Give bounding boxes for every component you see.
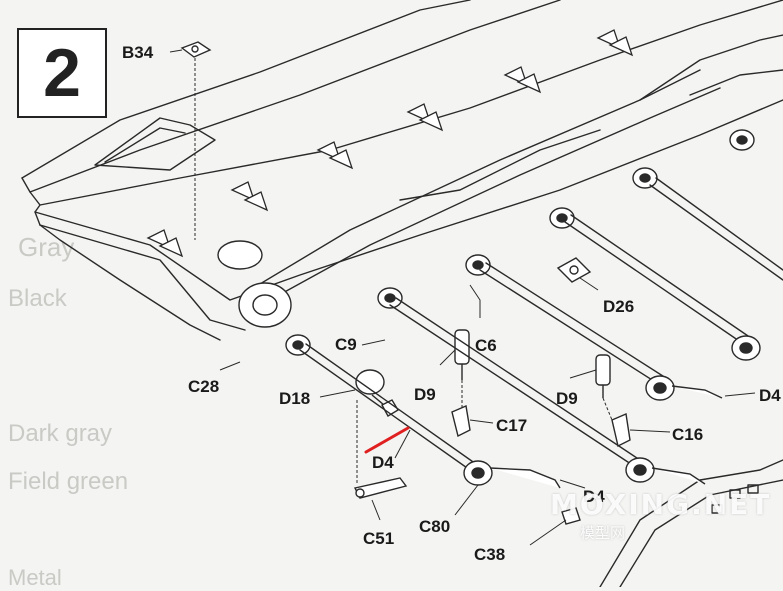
leader-d4-center: [394, 429, 411, 459]
suspension-mount: [549, 207, 575, 229]
track-pin: [158, 237, 184, 258]
leader-d9-right: [569, 369, 597, 379]
label-d9-left: D9: [414, 385, 436, 404]
background-text-metal: Metal: [8, 565, 62, 590]
step-number: 2: [43, 35, 81, 111]
label-c28: C28: [188, 377, 220, 396]
part-c51: [353, 477, 408, 499]
track-pin: [230, 181, 256, 202]
label-c51: C51: [363, 529, 395, 548]
watermark-sub: 模型网: [580, 524, 626, 542]
hull-side-line: [34, 99, 783, 301]
track-pin: [328, 149, 354, 170]
hull-deck-line: [39, 0, 783, 206]
background-text-gray: Gray: [18, 232, 75, 262]
leader-d26: [579, 277, 599, 291]
label-c16: C16: [672, 425, 704, 444]
leader-c9: [361, 339, 386, 346]
hull-right-end: [639, 34, 783, 101]
label-d4-right: D4: [759, 386, 781, 405]
label-c9: C9: [335, 335, 357, 354]
leader-c16: [629, 429, 671, 433]
leader-c80: [454, 484, 479, 516]
torsion-bar: [299, 349, 471, 471]
label-d18: D18: [279, 389, 311, 408]
red-correction-mark: [364, 426, 410, 454]
suspension-mount: [729, 129, 755, 151]
hull-upper-ridge: [29, 0, 561, 193]
hull-lower-line: [39, 224, 246, 331]
leader-d4-right: [724, 392, 756, 397]
label-d9-right: D9: [556, 389, 578, 408]
hull-top-edge: [21, 0, 471, 179]
label-c80: C80: [419, 517, 451, 536]
leader-c51: [371, 499, 381, 521]
suspension-mount: [285, 334, 311, 356]
torsion-bar: [649, 184, 783, 281]
label-c38: C38: [474, 545, 506, 564]
label-d4-center: D4: [372, 453, 394, 472]
step-number-box: 2: [17, 28, 107, 118]
track-pin: [516, 73, 542, 94]
track-pin: [608, 36, 634, 57]
hull-bottom-left: [39, 224, 221, 341]
label-c17: C17: [496, 416, 528, 435]
leader-c6: [469, 284, 481, 318]
leader-d18: [319, 389, 356, 398]
spine-beam: [249, 69, 701, 291]
torsion-bar: [479, 269, 661, 386]
hull-rear-line: [21, 177, 41, 226]
track-pin: [243, 191, 269, 212]
leader-c28: [219, 361, 241, 371]
swing-arm-end: [625, 457, 706, 485]
label-d26: D26: [603, 297, 635, 316]
watermark-main: MOXING.NET: [550, 488, 772, 521]
torsion-bar: [564, 221, 746, 346]
leader-c38: [529, 519, 567, 546]
leader-b34: [169, 49, 183, 53]
background-text-black: Black: [8, 285, 67, 312]
swing-arm-end: [731, 335, 761, 361]
leader-d9-left: [439, 349, 456, 366]
suspension-mount: [632, 167, 658, 189]
swing-arm-end: [463, 460, 561, 489]
glacis-wedge: [94, 117, 216, 171]
swing-arm-end: [645, 375, 723, 401]
torsion-bar: [389, 304, 641, 471]
suspension-mount: [465, 254, 491, 276]
part-d18: [355, 369, 399, 417]
track-pin: [418, 111, 444, 132]
label-c6: C6: [475, 336, 497, 355]
background-text-dark-gray: Dark gray: [8, 420, 113, 447]
part-c16: [611, 413, 631, 448]
sprocket-hub: [217, 240, 292, 328]
label-d4-lower: D4: [583, 487, 605, 506]
part-c38: [561, 507, 581, 525]
part-c17: [451, 405, 471, 438]
leader-c17: [469, 419, 494, 424]
leader-d4-lower: [559, 479, 586, 489]
label-b34: B34: [122, 43, 154, 62]
suspension-mount: [377, 287, 403, 309]
part-d9-right: [595, 354, 611, 398]
part-d26: [556, 257, 592, 283]
part-b34: [180, 41, 212, 58]
background-text-field-green: Field green: [8, 468, 129, 495]
